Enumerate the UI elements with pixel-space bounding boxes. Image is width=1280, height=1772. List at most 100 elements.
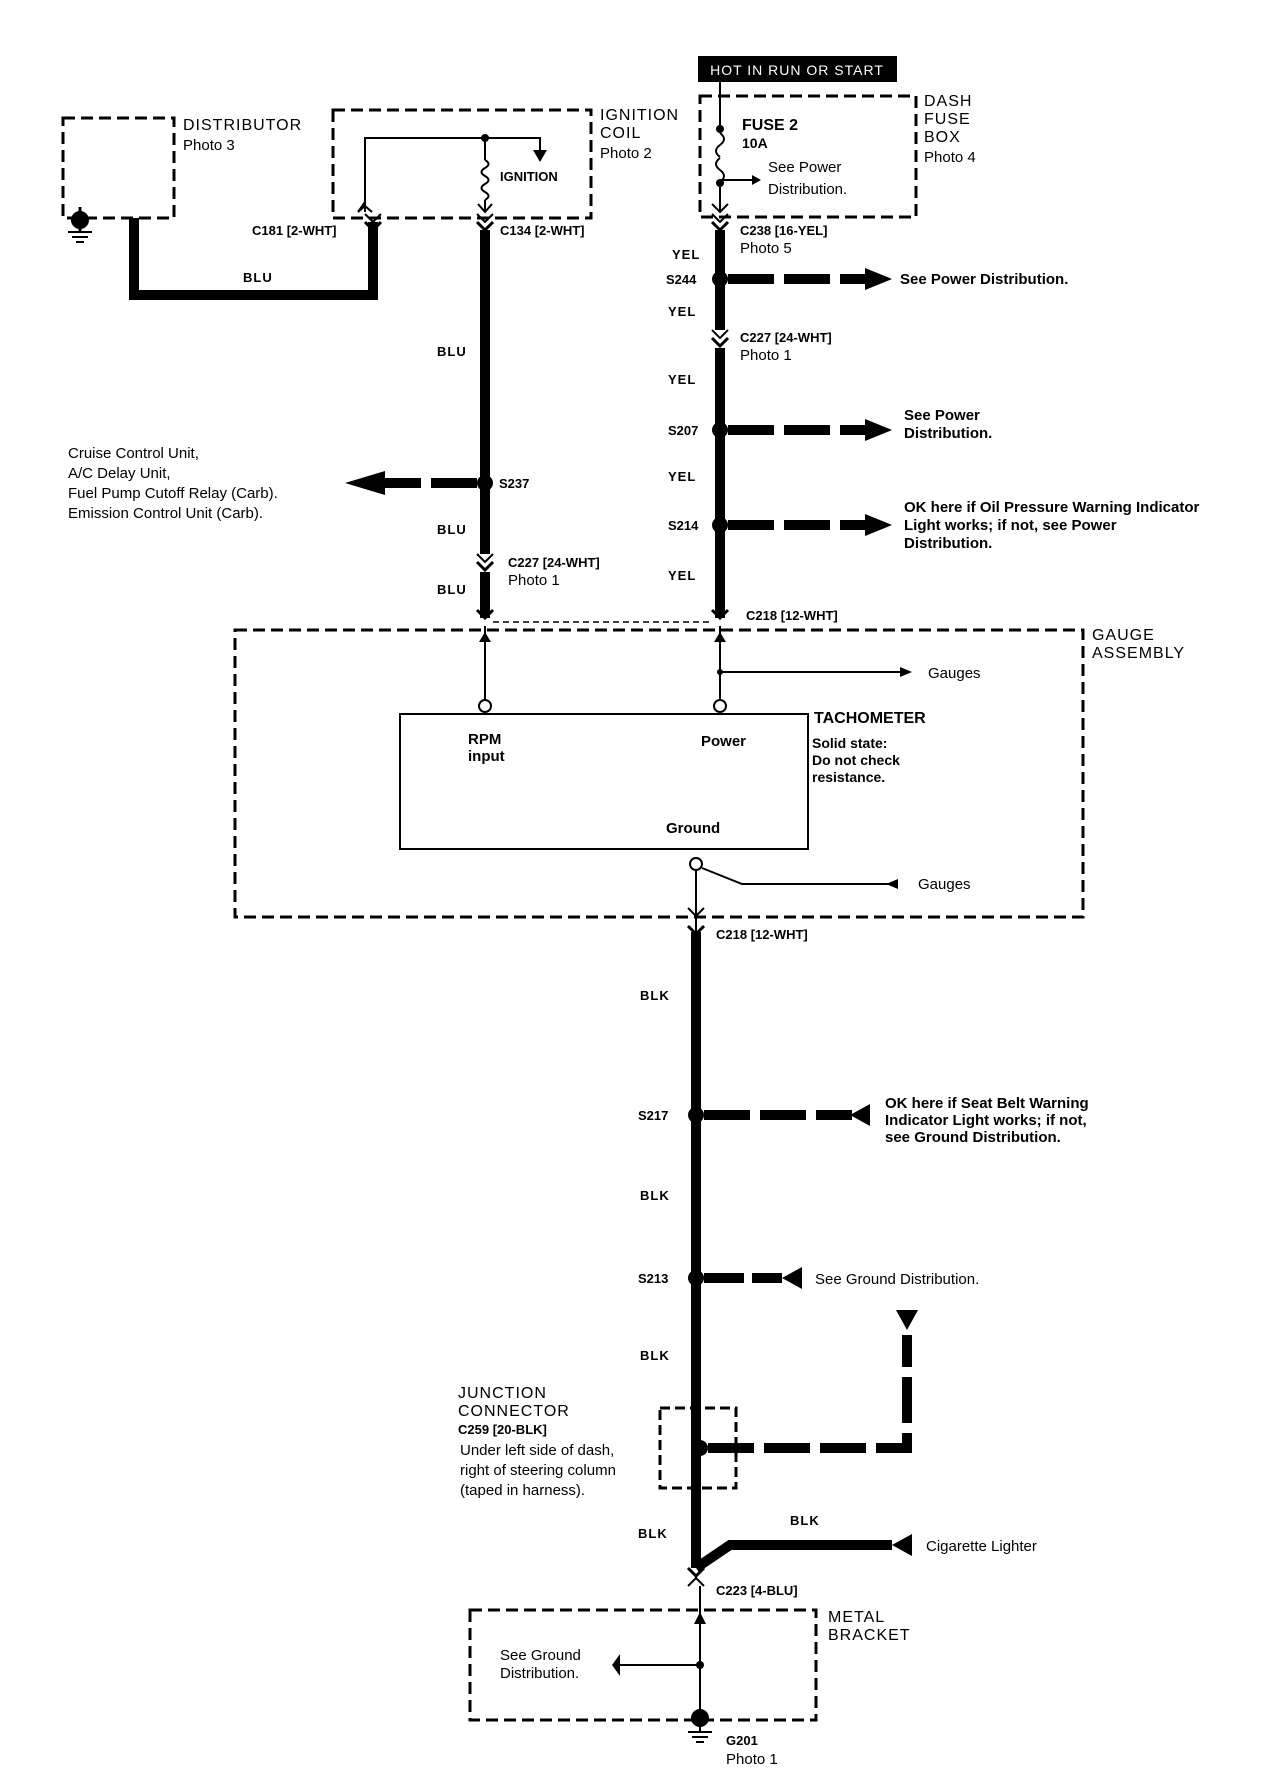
connector-c238-label: C238 [16-YEL] (740, 223, 827, 238)
wire-color-yel-3: YEL (668, 372, 696, 387)
hot-in-run-banner-text: HOT IN RUN OR START (710, 62, 884, 78)
fuse-rating: 10A (742, 135, 768, 151)
splice-s217-label: S217 (638, 1108, 668, 1123)
hot-in-run-banner (698, 56, 897, 82)
splice-s217 (688, 1107, 704, 1123)
junction-node (692, 1440, 708, 1456)
splice-s237-label: S237 (499, 476, 529, 491)
s207-note-2: Distribution. (904, 425, 992, 442)
s213-note: See Ground Distribution. (815, 1271, 979, 1288)
connector-c227-left-photo: Photo 1 (508, 572, 560, 589)
tachometer-pin-power: Power (701, 733, 746, 750)
wire-blu-distributor (129, 218, 378, 300)
splice-s207-label: S207 (668, 423, 698, 438)
junction-branch-arrow (896, 1310, 918, 1330)
distributor-photo: Photo 3 (183, 137, 235, 154)
splice-s214 (712, 517, 728, 533)
tachometer-note-2: Do not check (812, 752, 900, 768)
wire-color-blu-1: BLU (437, 344, 467, 359)
s217-note-3: see Ground Distribution. (885, 1129, 1061, 1146)
s244-arrow (865, 268, 892, 290)
junction-name-1: JUNCTION (458, 1385, 547, 1402)
connector-c218-bottom-label: C218 [12-WHT] (716, 927, 808, 942)
ignition-coil-inner-label: IGNITION (500, 169, 558, 184)
ground-g201-photo: Photo 1 (726, 1751, 778, 1768)
s207-arrow (865, 419, 892, 441)
connector-c227-left-glyph (475, 553, 495, 573)
fuse-note-1: See Power (768, 159, 841, 176)
wire-color-blk-3: BLK (640, 1348, 670, 1363)
gauges-power-label: Gauges (928, 665, 981, 682)
wire-color-blu-dist: BLU (243, 270, 273, 285)
bracket-note-2: Distribution. (500, 1665, 579, 1682)
dash-fuse-box-name-3: BOX (924, 129, 961, 146)
s214-note-3: Distribution. (904, 535, 992, 552)
wire-color-blk-1: BLK (640, 988, 670, 1003)
s237-arrow (345, 471, 385, 495)
wire-blk-cigarette (693, 1540, 892, 1573)
cigarette-lighter-label: Cigarette Lighter (926, 1538, 1037, 1555)
s214-arrow (865, 514, 892, 536)
s237-note-3: Fuel Pump Cutoff Relay (Carb). (68, 485, 278, 502)
s213-arrow (782, 1267, 802, 1289)
connector-c223-glyph (686, 1566, 706, 1587)
wire-color-yel-1: YEL (672, 247, 700, 262)
connector-c227-right-photo: Photo 1 (740, 347, 792, 364)
gauge-internal-leads (478, 626, 912, 940)
distributor-name: DISTRIBUTOR (183, 117, 302, 134)
connector-c218-top-label: C218 [12-WHT] (746, 608, 838, 623)
junction-dashed-branch (708, 1335, 912, 1453)
tachometer-pin-rpm-1: RPM (468, 731, 501, 748)
s237-note-2: A/C Delay Unit, (68, 465, 171, 482)
junction-note-1: Under left side of dash, (460, 1442, 614, 1459)
tachometer-pin-rpm-2: input (468, 748, 505, 765)
s217-note-2: Indicator Light works; if not, (885, 1112, 1087, 1129)
ignition-coil-photo: Photo 2 (600, 145, 652, 162)
ignition-coil-name-1: IGNITION (600, 107, 679, 124)
junction-note-2: right of steering column (460, 1462, 616, 1479)
tachometer-pin-ground: Ground (666, 820, 720, 837)
wire-color-blk-4: BLK (638, 1526, 668, 1541)
distributor (61, 116, 176, 243)
splice-s244 (712, 271, 728, 287)
s237-note-1: Cruise Control Unit, (68, 445, 199, 462)
tachometer-name: TACHOMETER (814, 710, 926, 727)
cigarette-arrow (892, 1534, 912, 1556)
splice-s214-label: S214 (668, 518, 699, 533)
dash-fuse-box-name-1: DASH (924, 93, 972, 110)
connector-c227-right-label: C227 [24-WHT] (740, 330, 832, 345)
wire-color-blu-3: BLU (437, 582, 467, 597)
wire-color-yel-4: YEL (668, 469, 696, 484)
bracket-note-1: See Ground (500, 1647, 581, 1664)
junction-note-3: (taped in harness). (460, 1482, 585, 1499)
connector-c223-label: C223 [4-BLU] (716, 1583, 798, 1598)
gauge-assembly-name-2: ASSEMBLY (1092, 645, 1185, 662)
wire-color-blk-lighter: BLK (790, 1513, 820, 1528)
tachometer (399, 713, 809, 850)
connector-c181-label: C181 [2-WHT] (252, 223, 337, 238)
ignition-coil (331, 108, 593, 220)
wire-color-blk-2: BLK (640, 1188, 670, 1203)
s244-note: See Power Distribution. (900, 271, 1068, 288)
wire-color-blu-2: BLU (437, 522, 467, 537)
junction-name-2: CONNECTOR (458, 1403, 570, 1420)
dash-fuse-box-photo: Photo 4 (924, 149, 976, 166)
s207-note-1: See Power (904, 407, 980, 424)
fuse-name: FUSE 2 (742, 117, 798, 134)
connector-c134-glyph (475, 213, 495, 233)
metal-bracket-name-2: BRACKET (828, 1627, 911, 1644)
wire-color-yel-2: YEL (668, 304, 696, 319)
wire-color-yel-5: YEL (668, 568, 696, 583)
dash-fuse-box (698, 82, 918, 219)
dash-fuse-box-name-2: FUSE (924, 111, 971, 128)
s214-note-1: OK here if Oil Pressure Warning Indicato… (904, 499, 1200, 516)
s217-note-1: OK here if Seat Belt Warning (885, 1095, 1089, 1112)
ignition-coil-name-2: COIL (600, 125, 641, 142)
s214-note-2: Light works; if not, see Power (904, 517, 1117, 534)
gauges-ground-label: Gauges (918, 876, 971, 893)
junction-code: C259 [20-BLK] (458, 1422, 547, 1437)
tachometer-note-1: Solid state: (812, 735, 887, 751)
splice-s237 (477, 475, 493, 491)
gauge-assembly (233, 628, 1085, 919)
